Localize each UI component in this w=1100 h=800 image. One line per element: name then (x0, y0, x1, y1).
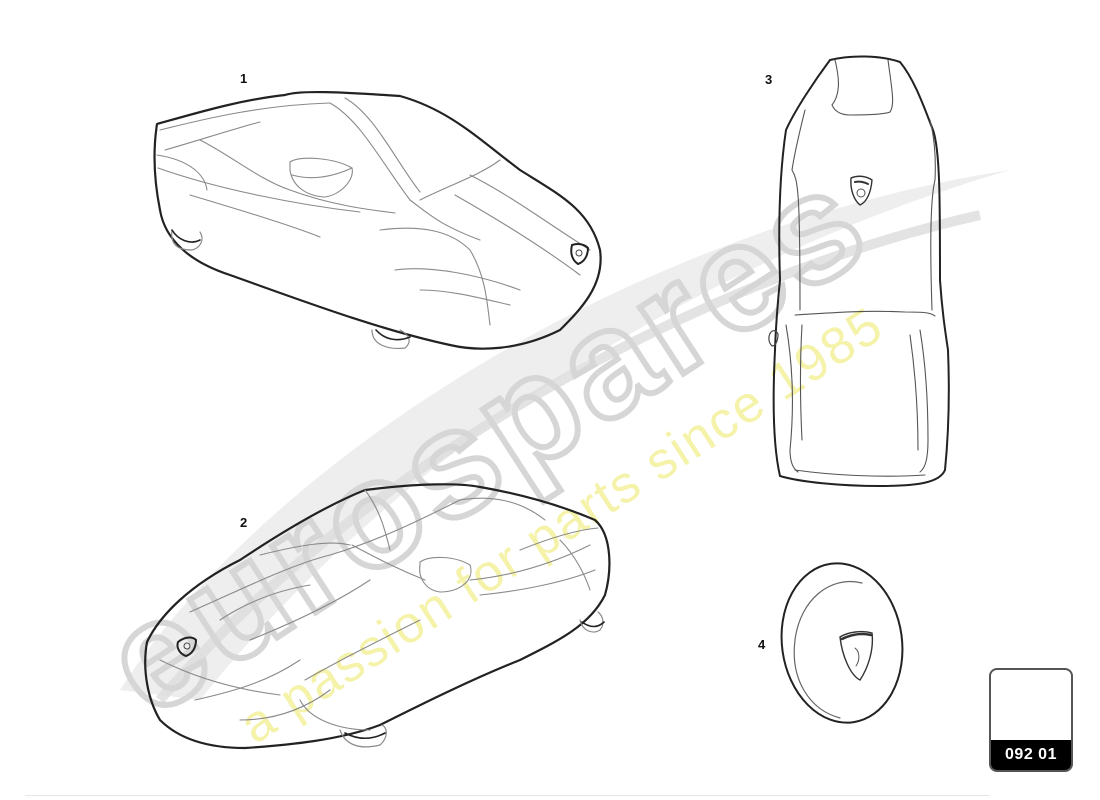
callout-4: 4 (758, 637, 766, 652)
seat-badge-icon (850, 175, 873, 206)
diagram-reference-box: 092 01 (989, 668, 1073, 772)
car2-badge-icon (176, 636, 197, 657)
callout-3: 3 (765, 72, 773, 87)
car1-badge-icon (570, 243, 589, 265)
car1-outline (153, 90, 602, 350)
seat-side-tab (768, 330, 779, 347)
seat-outline (772, 55, 950, 487)
wheel-cover-outer (780, 562, 904, 724)
wheel-cover-badge-icon (839, 630, 874, 681)
car2-outline (144, 483, 611, 750)
callout-1: 1 (240, 71, 248, 86)
callout-2: 2 (240, 515, 248, 530)
footer-divider (25, 795, 990, 796)
diagram-reference-code: 092 01 (991, 740, 1071, 770)
